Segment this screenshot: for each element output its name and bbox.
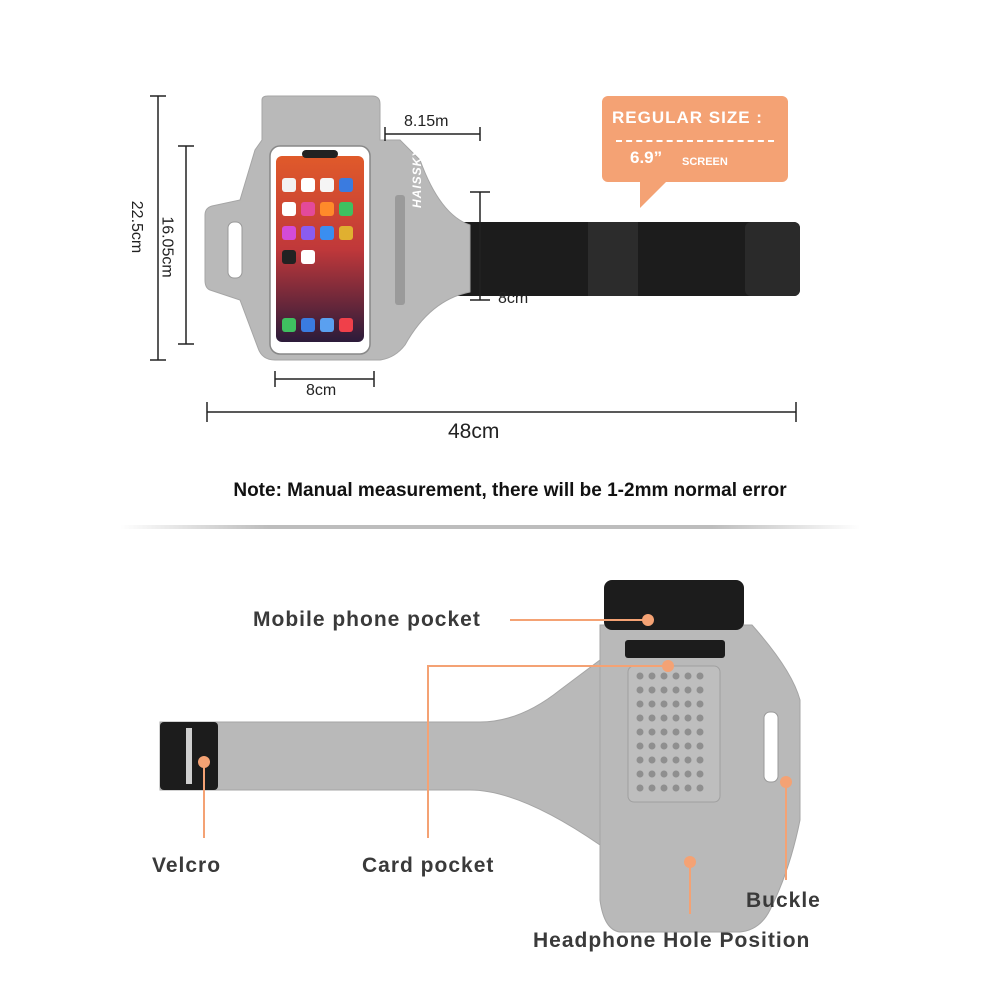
dim-strap-width: 8cm — [498, 290, 529, 307]
pocket-top — [604, 580, 744, 630]
dim-top-width: 8.15m — [404, 113, 449, 130]
callout-headphone: Headphone Hole Position — [533, 929, 811, 952]
callout-buckle: Buckle — [746, 889, 821, 912]
app-icons — [282, 178, 353, 332]
badge-screen: SCREEN — [682, 156, 728, 168]
badge-title: REGULAR SIZE : — [612, 108, 763, 127]
dim-window-height: 16.05cm — [158, 216, 176, 278]
size-badge: REGULAR SIZE : 6.9” SCREEN — [602, 96, 788, 182]
dim-bottom-width: 8cm — [306, 382, 337, 399]
brand-label: HAISSKY — [410, 147, 424, 208]
armband-front-diagram — [150, 95, 800, 422]
dimension-lines — [150, 95, 797, 422]
callout-dots — [198, 614, 792, 868]
dim-full-height: 22.5cm — [128, 200, 146, 254]
callout-card-pocket: Card pocket — [362, 854, 495, 877]
callout-velcro: Velcro — [152, 854, 222, 877]
dim-total-length: 48cm — [448, 420, 500, 443]
mesh-holes — [636, 672, 704, 792]
callout-phone-pocket: Mobile phone pocket — [253, 608, 481, 631]
card-slot — [625, 640, 725, 658]
section-divider — [120, 525, 860, 529]
badge-tail — [640, 180, 668, 208]
armband-back-diagram — [159, 580, 801, 933]
back-strap — [159, 659, 601, 846]
buckle-slot — [227, 221, 243, 279]
back-buckle-slot — [763, 711, 779, 783]
measurement-note: Note: Manual measurement, there will be … — [233, 480, 787, 501]
callout-lines — [203, 619, 787, 914]
badge-size: 6.9” — [630, 148, 663, 167]
